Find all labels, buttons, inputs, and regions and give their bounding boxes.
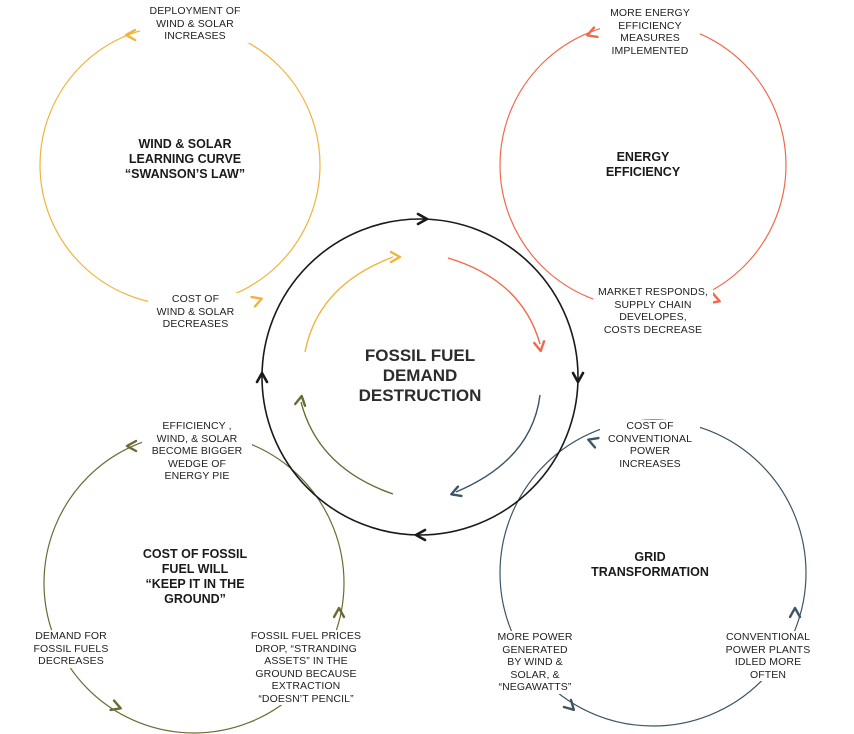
center-ring: [261, 218, 579, 536]
center-title: FOSSIL FUEL DEMAND DESTRUCTION: [358, 346, 482, 405]
inner-arc-olive: [300, 401, 394, 495]
inner-arc-red: [447, 257, 541, 345]
fossil-cost-title: COST OF FOSSIL FUEL WILL “KEEP IT IN THE…: [142, 547, 248, 606]
arrow-navy-bottom: [562, 698, 576, 712]
fossil-cost-left-label: DEMAND FOR FOSSIL FUELS DECREASES: [30, 630, 112, 668]
grid-right-label: CONVENTIONAL POWER PLANTS IDLED MORE OFT…: [718, 631, 818, 681]
fossil-cost-top-label: EFFICIENCY , WIND, & SOLAR BECOME BIGGER…: [142, 420, 252, 483]
grid-left-label: MORE POWER GENERATED BY WIND & SOLAR, & …: [490, 631, 580, 694]
arrow-inner-red: [533, 340, 546, 353]
arrow-yellow-top: [124, 28, 137, 42]
arrow-yellow-bottom: [250, 295, 263, 308]
efficiency-bottom-label: MARKET RESPONDS, SUPPLY CHAIN DEVELOPES,…: [593, 286, 713, 336]
arrow-olive-top: [125, 439, 138, 453]
inner-arc-yellow: [304, 256, 394, 353]
wind-solar-title: WIND & SOLAR LEARNING CURVE “SWANSON’S L…: [124, 137, 246, 181]
arrow-inner-yellow: [389, 250, 402, 264]
efficiency-top-label: MORE ENERGY EFFICIENCY MEASURES IMPLEMEN…: [600, 7, 700, 57]
arrow-center-bottom: [414, 528, 427, 542]
arrow-inner-navy: [450, 485, 463, 498]
arrow-red-top: [586, 26, 599, 39]
arrow-olive-bottom: [109, 699, 122, 712]
wind-solar-top-label: DEPLOYMENT OF WIND & SOLAR INCREASES: [140, 5, 250, 43]
arrow-navy-right: [788, 606, 802, 619]
grid-top-label: COST OF CONVENTIONAL POWER INCREASES: [600, 420, 700, 470]
arrow-center-right: [571, 371, 585, 384]
grid-title: GRID TRANSFORMATION: [591, 550, 709, 579]
arrow-navy-top: [587, 436, 600, 449]
fossil-cost-right-label: FOSSIL FUEL PRICES DROP, “STRANDING ASSE…: [246, 630, 366, 705]
arrow-inner-olive: [294, 394, 307, 407]
efficiency-title: ENERGY EFFICIENCY: [605, 150, 681, 179]
arrow-center-left: [255, 371, 269, 384]
inner-arc-navy: [455, 394, 541, 493]
arrow-center-top: [416, 212, 429, 226]
arrow-olive-right: [332, 606, 346, 619]
wind-solar-bottom-label: COST OF WIND & SOLAR DECREASES: [148, 293, 243, 331]
